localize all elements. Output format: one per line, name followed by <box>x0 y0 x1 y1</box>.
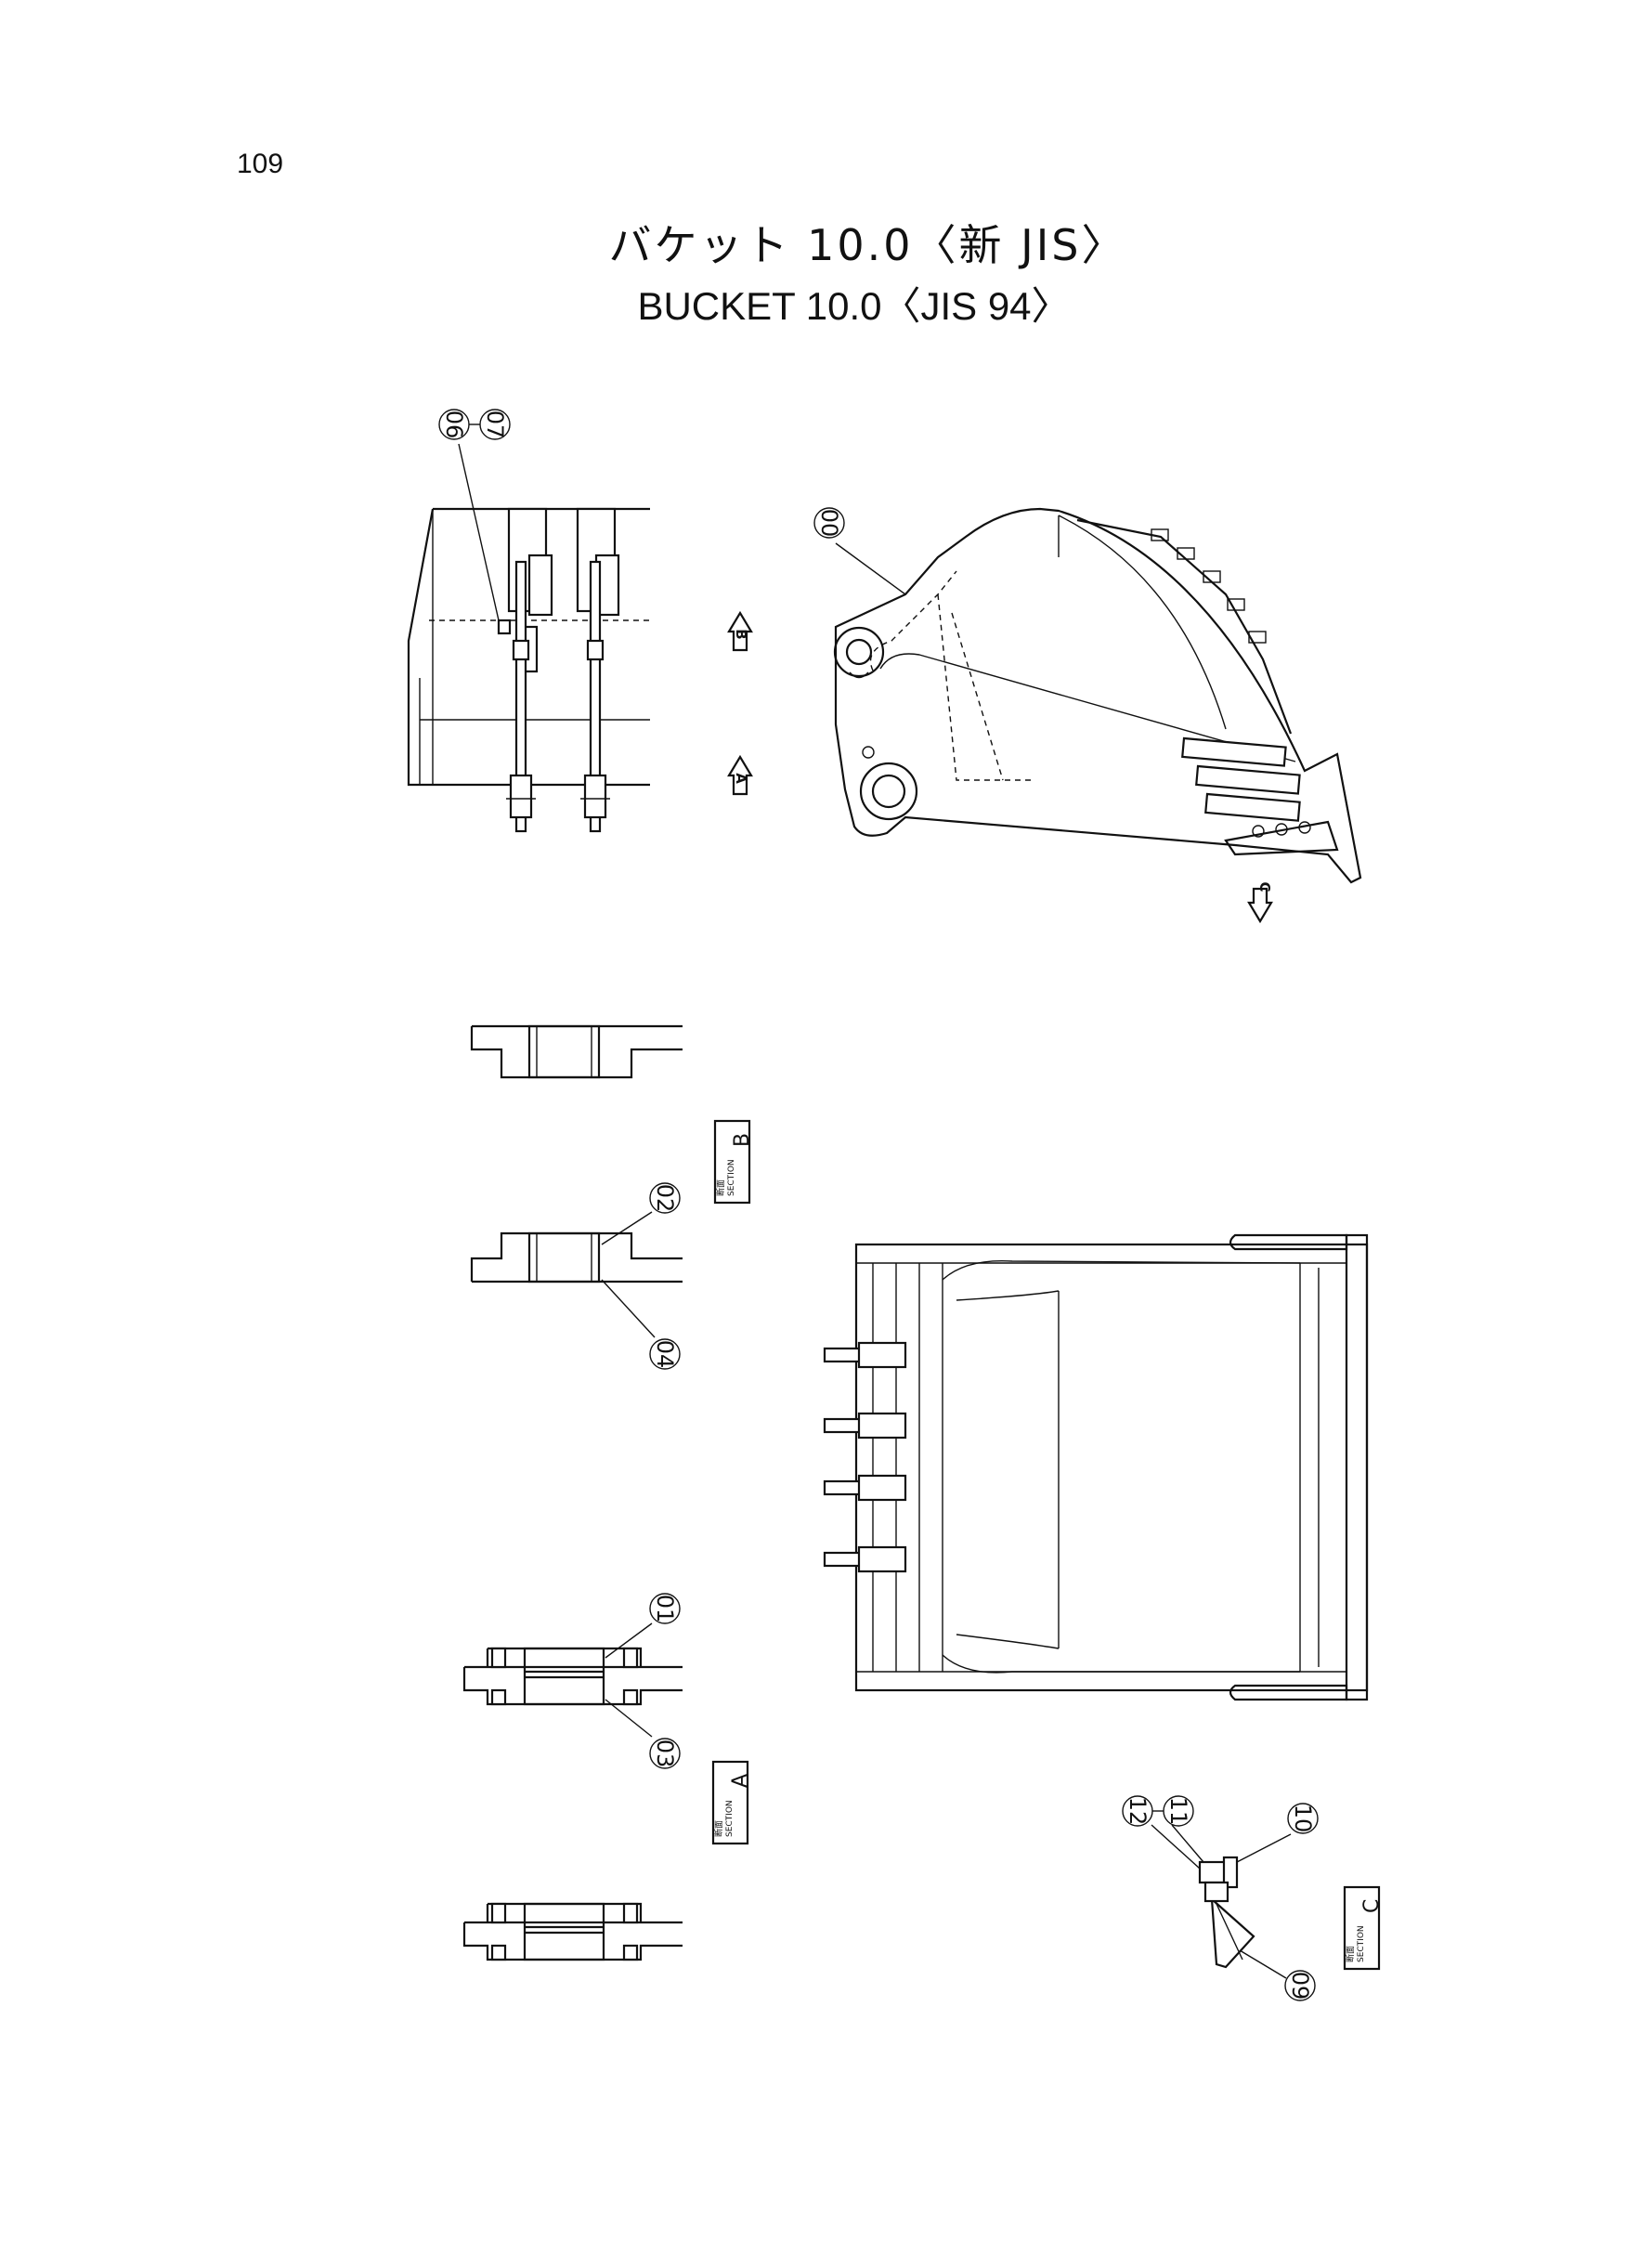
section-tag-a: 断面 SECTION A <box>711 1760 752 1845</box>
title-japanese: バケット 10.0〈新 JIS〉 <box>608 220 1127 270</box>
section-b-detail-bottom <box>470 1211 683 1338</box>
callout-00: 00 <box>813 507 845 539</box>
svg-text:A: A <box>729 1774 752 1788</box>
svg-text:SECTION: SECTION <box>1357 1925 1366 1962</box>
view-arrow-b: B <box>727 610 753 652</box>
svg-text:C: C <box>1256 881 1273 892</box>
callout-10: 10 <box>1287 1803 1319 1834</box>
callout-06: 06 <box>438 409 470 440</box>
svg-text:A: A <box>733 773 749 784</box>
section-tag-b: 断面 SECTION B <box>713 1119 754 1205</box>
section-tag-c: 断面 SECTION C <box>1343 1885 1384 1971</box>
section-a-detail-bottom <box>462 1902 683 1961</box>
svg-text:06: 06 <box>441 410 467 439</box>
svg-text:SECTION: SECTION <box>727 1159 736 1196</box>
svg-text:B: B <box>731 1133 754 1147</box>
svg-text:C: C <box>1360 1899 1384 1913</box>
page-number: 109 <box>237 149 284 179</box>
section-a-detail-top <box>462 1622 683 1738</box>
svg-text:12: 12 <box>1125 1797 1151 1826</box>
svg-text:07: 07 <box>482 410 508 439</box>
callout-12: 12 <box>1122 1795 1153 1827</box>
svg-text:SECTION: SECTION <box>725 1800 735 1837</box>
title-english: BUCKET 10.0〈JIS 94〉 <box>637 284 1071 328</box>
callout-11: 11 <box>1152 1795 1194 1827</box>
svg-text:断面: 断面 <box>713 1820 724 1837</box>
svg-text:09: 09 <box>1287 1972 1313 2000</box>
callout-03: 03 <box>649 1738 681 1769</box>
bucket-front-view <box>823 1233 1369 1701</box>
svg-text:02: 02 <box>652 1184 678 1213</box>
svg-text:01: 01 <box>652 1595 678 1623</box>
callout-09: 09 <box>1284 1970 1316 2001</box>
callout-01: 01 <box>649 1593 681 1624</box>
svg-text:B: B <box>733 629 749 639</box>
section-b-detail-top <box>470 1024 683 1079</box>
callout-02: 02 <box>649 1182 681 1214</box>
view-arrow-a: A <box>727 754 753 796</box>
svg-text:00: 00 <box>816 509 842 538</box>
svg-text:10: 10 <box>1290 1804 1316 1833</box>
callout-07: 07 <box>469 409 511 440</box>
svg-text:断面: 断面 <box>1345 1946 1356 1962</box>
callout-04: 04 <box>649 1338 681 1370</box>
section-c-tooth-detail <box>1151 1824 1292 1979</box>
svg-text:03: 03 <box>652 1739 678 1768</box>
svg-text:断面: 断面 <box>715 1179 726 1196</box>
view-arrow-c: C <box>1247 881 1273 924</box>
bucket-top-view <box>407 443 650 833</box>
svg-text:11: 11 <box>1165 1797 1191 1826</box>
svg-text:04: 04 <box>652 1340 678 1369</box>
bucket-side-view <box>833 507 1362 884</box>
